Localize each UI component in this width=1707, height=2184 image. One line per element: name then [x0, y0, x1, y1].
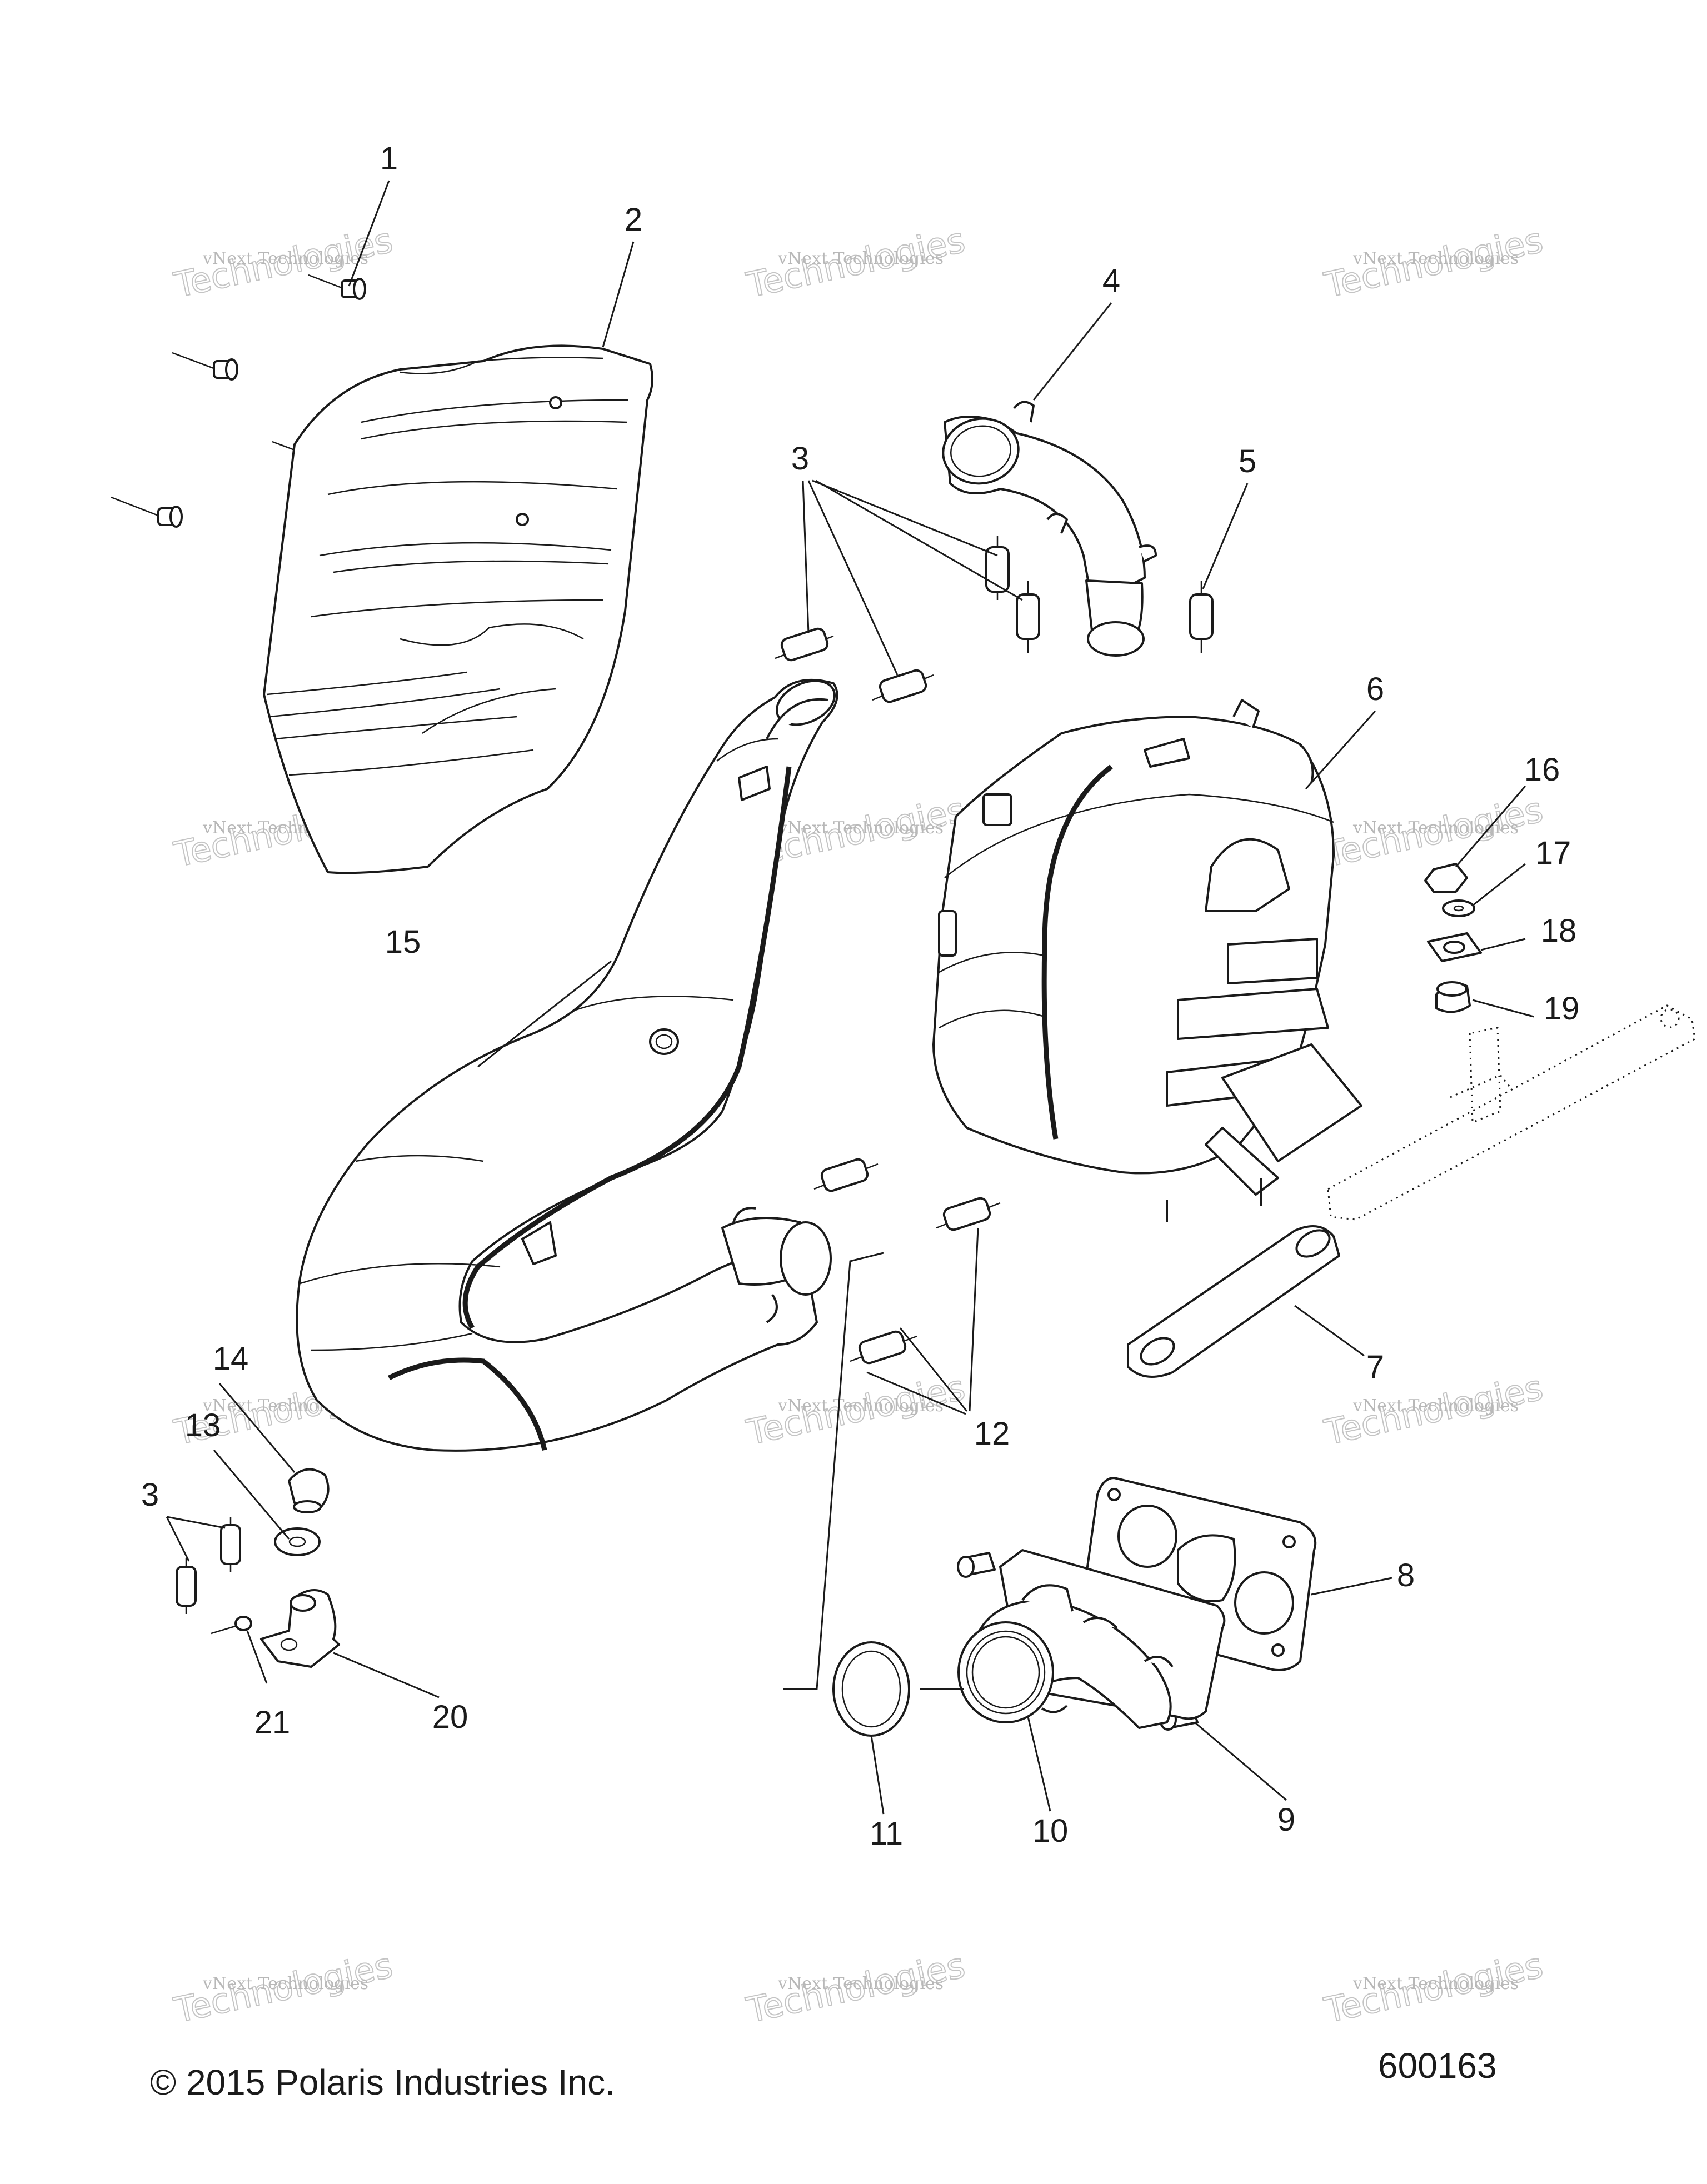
cap-plug	[288, 1468, 330, 1513]
spring-group	[176, 1517, 241, 1614]
spring-group	[775, 536, 1040, 703]
callout-label: 7	[1366, 1349, 1384, 1385]
watermark-small-text: vNext Technologies	[202, 249, 368, 268]
callout-label: 17	[1535, 835, 1571, 871]
spring	[1189, 581, 1214, 653]
spring	[985, 536, 1010, 600]
spring	[936, 1197, 1001, 1231]
callout-label: 21	[254, 1705, 291, 1741]
callout-label: 12	[974, 1416, 1010, 1452]
callout-label: 15	[385, 924, 421, 960]
watermark: Technologies vNext Technologies	[1320, 219, 1547, 306]
spring	[813, 1158, 879, 1192]
rivet	[308, 274, 366, 300]
rivet	[172, 352, 238, 381]
seal-ring	[832, 1641, 910, 1737]
expansion-chamber	[296, 678, 838, 1452]
callout-label: 3	[791, 441, 809, 477]
leader-lines	[166, 180, 1534, 1815]
washer	[274, 1527, 321, 1556]
mounting-bracket	[260, 1589, 340, 1668]
watermark-small-text: vNext Technologies	[1352, 249, 1519, 268]
callout-label: 3	[141, 1477, 159, 1513]
spring	[220, 1517, 241, 1572]
watermark-small-text: vNext Technologies	[777, 818, 944, 838]
mount-plate	[1127, 1225, 1340, 1378]
watermark: Technologies vNext Technologies	[742, 1944, 969, 2031]
spring	[850, 1330, 917, 1365]
frame-bracket-reference	[1327, 1004, 1696, 1221]
bolt	[957, 1552, 996, 1578]
callout-label: 16	[1524, 752, 1560, 788]
exhaust-manifold	[957, 1549, 1226, 1729]
watermark: Technologies vNext Technologies	[742, 219, 969, 306]
watermark-small-text: vNext Technologies	[777, 1396, 944, 1416]
callout-label: 1	[380, 141, 398, 177]
watermark-small-text: vNext Technologies	[777, 1974, 944, 1993]
bolt	[211, 1616, 252, 1635]
callout-label: 4	[1102, 263, 1120, 299]
watermark: Technologies vNext Technologies	[1320, 1366, 1547, 1453]
grommet-plate	[1427, 932, 1482, 962]
callout-label: 14	[213, 1341, 249, 1377]
copyright-text: © 2015 Polaris Industries Inc.	[150, 2062, 615, 2102]
header-pipe	[942, 401, 1157, 657]
callout-label: 10	[1032, 1813, 1069, 1849]
spring	[176, 1558, 197, 1614]
callout-label: 11	[870, 1816, 903, 1852]
watermark: Technologies vNext Technologies	[170, 1944, 397, 2031]
grommet	[1435, 981, 1471, 1013]
callout-label: 2	[625, 202, 642, 238]
rivet	[111, 496, 183, 528]
watermark-small-text: vNext Technologies	[1352, 1974, 1519, 1993]
callout-label: 8	[1397, 1557, 1415, 1593]
callout-label: 5	[1239, 443, 1256, 479]
callout-labels: 1 2 3 3 4 5 6 7 8 9 10 11 12 13 14 15 16…	[141, 141, 1579, 1852]
heat-shield	[263, 344, 653, 874]
watermark: Technologies vNext Technologies	[1320, 1944, 1547, 2031]
figure-number: 600163	[1378, 2046, 1497, 2086]
watermark-small-text: vNext Technologies	[777, 249, 944, 268]
callout-label: 13	[185, 1407, 221, 1443]
muffler	[932, 699, 1362, 1222]
spring	[1016, 581, 1040, 653]
callout-label: 6	[1366, 671, 1384, 707]
watermark-small-text: vNext Technologies	[1352, 818, 1519, 838]
nut	[1424, 863, 1468, 893]
callout-label: 9	[1277, 1802, 1295, 1838]
callout-label: 18	[1541, 913, 1577, 949]
washer	[1442, 899, 1475, 917]
callout-label: 19	[1544, 991, 1580, 1027]
watermark-small-text: vNext Technologies	[202, 1974, 368, 1993]
callout-label: 20	[432, 1699, 468, 1735]
spring	[872, 669, 934, 703]
spring	[775, 627, 834, 662]
watermark-small-text: vNext Technologies	[1352, 1396, 1519, 1416]
spring-group	[813, 1158, 1001, 1365]
watermark: Technologies vNext Technologies	[742, 1366, 969, 1453]
